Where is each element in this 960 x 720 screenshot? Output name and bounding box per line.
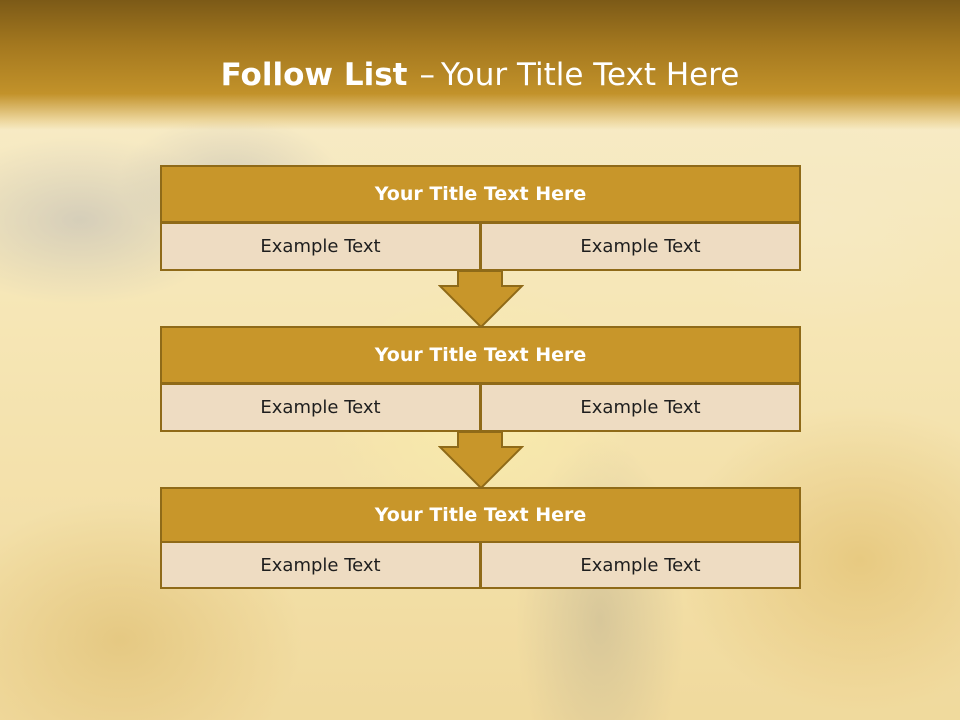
title-bar (0, 0, 960, 130)
down-arrow-icon (438, 270, 524, 328)
step-block-2: Your Title Text Here Example Text Exampl… (160, 326, 801, 432)
title-separator: – (419, 57, 435, 93)
slide-title: Follow List–Your Title Text Here (0, 52, 960, 98)
step-cell-3-right: Example Text (480, 541, 801, 589)
title-main: Follow List (220, 57, 408, 93)
step-cell-3-left: Example Text (160, 541, 481, 589)
step-block-3: Your Title Text Here Example Text Exampl… (160, 487, 801, 593)
step-cell-1-left: Example Text (160, 222, 481, 271)
step-cell-2-right: Example Text (480, 383, 801, 432)
title-subtitle: Your Title Text Here (440, 57, 740, 93)
step-title-1: Your Title Text Here (160, 165, 801, 223)
step-title-2: Your Title Text Here (160, 326, 801, 384)
step-cell-1-right: Example Text (480, 222, 801, 271)
step-cell-2-left: Example Text (160, 383, 481, 432)
down-arrow-icon (438, 431, 524, 489)
step-title-3: Your Title Text Here (160, 487, 801, 543)
step-block-1: Your Title Text Here Example Text Exampl… (160, 165, 801, 271)
